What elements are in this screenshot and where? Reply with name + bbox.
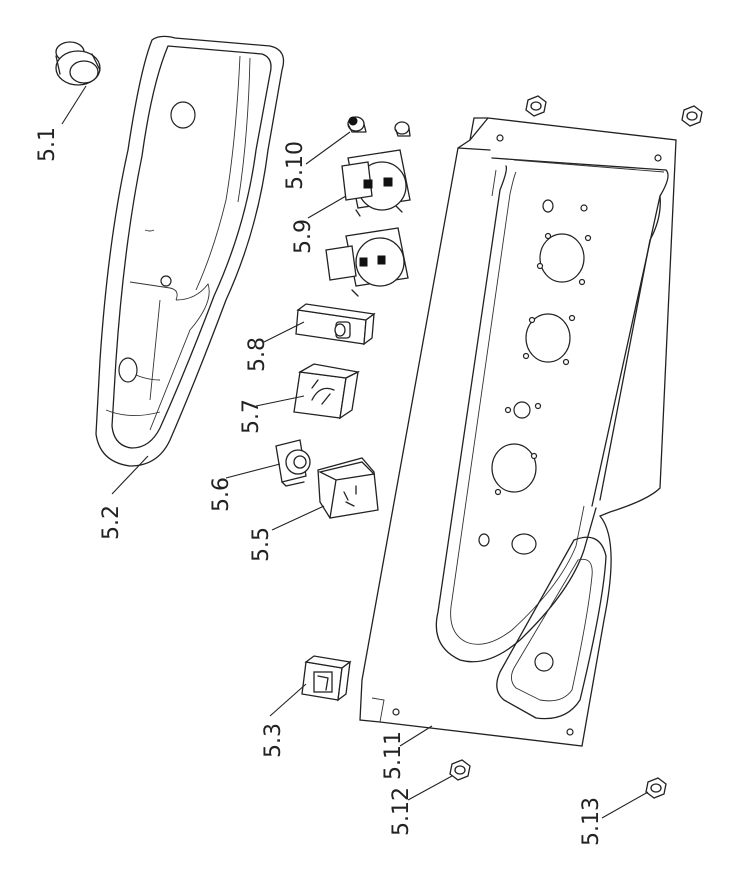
- label-5-13: 5.13: [579, 797, 604, 846]
- part-5-6-breaker: [275, 439, 311, 487]
- screw-top-left: [525, 95, 547, 117]
- part-5-3-rocker-switch: [301, 655, 352, 702]
- part-5-10-knobs: [347, 116, 411, 137]
- part-5-5-outlet: [317, 457, 379, 519]
- part-5-12-screw: [449, 759, 471, 781]
- label-5-3: 5.3: [261, 723, 286, 758]
- label-5-11: 5.11: [381, 731, 406, 780]
- part-5-1-plug: [55, 41, 101, 86]
- label-5-12: 5.12: [389, 787, 414, 836]
- part-5-8-switch-box: [295, 303, 376, 346]
- screw-top-right: [681, 105, 703, 127]
- part-5-2-cover-shell: [95, 35, 285, 467]
- part-5-11-panel-plate: [359, 117, 677, 747]
- label-5-8: 5.8: [245, 337, 270, 372]
- label-5-9: 5.9: [291, 219, 316, 254]
- label-5-7: 5.7: [239, 399, 264, 434]
- part-5-7-indicator-box: [293, 363, 361, 420]
- label-5-1: 5.1: [35, 127, 60, 162]
- part-5-13-screw: [645, 777, 667, 799]
- part-5-9-socket-lower: [325, 227, 409, 297]
- label-5-2: 5.2: [99, 505, 124, 540]
- part-5-9-socket-upper: [341, 149, 411, 217]
- label-5-6: 5.6: [209, 477, 234, 512]
- part-labels: 5.1 5.2 5.3 5.5 5.6 5.7 5.8 5.9 5.10 5.1…: [35, 127, 604, 846]
- leader-lines: [61, 85, 649, 819]
- label-5-5: 5.5: [249, 527, 274, 562]
- label-5-10: 5.10: [283, 141, 308, 190]
